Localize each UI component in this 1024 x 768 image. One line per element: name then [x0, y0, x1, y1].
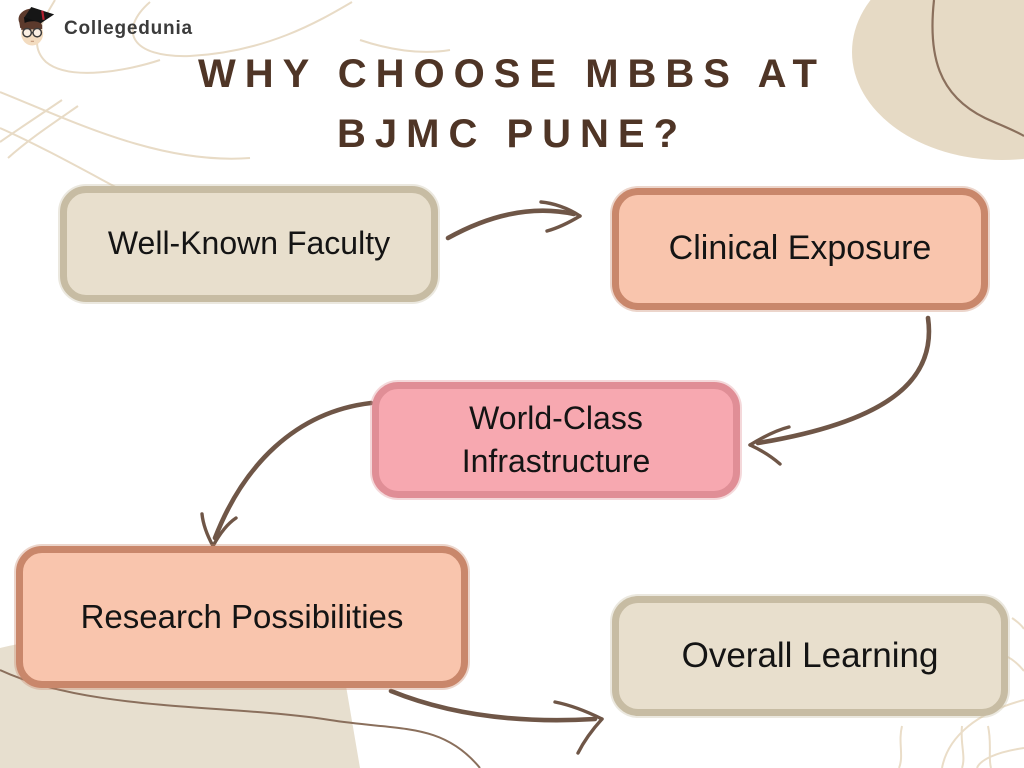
graduate-face-icon [18, 7, 55, 46]
node-label: Well-Known Faculty [107, 225, 391, 262]
brand-logo[interactable]: Collegedunia [12, 6, 193, 52]
arrow-clinical-to-infrastructure [748, 315, 932, 466]
arrow-research-to-overall [388, 688, 604, 755]
page-title-line2: BJMC PUNE? [336, 112, 688, 156]
node-research-possibilities: Research Possibilities [16, 546, 468, 688]
node-clinical-exposure: Clinical Exposure [612, 188, 988, 310]
node-world-class-infrastructure: World-Class Infrastructure [372, 382, 740, 498]
node-label: Clinical Exposure [668, 229, 932, 268]
node-well-known-faculty: Well-Known Faculty [60, 186, 438, 302]
arrow-infrastructure-to-research [200, 400, 374, 548]
page-title: WHY CHOOSE MBBS AT BJMC PUNE? [0, 44, 1024, 164]
page-title-line1: WHY CHOOSE MBBS AT [198, 52, 826, 96]
brand-name: Collegedunia [64, 18, 193, 39]
arrow-faculty-to-clinical [445, 200, 582, 241]
node-label: World-Class Infrastructure [461, 399, 651, 479]
node-label: Overall Learning [681, 636, 939, 676]
node-label: Research Possibilities [80, 597, 404, 635]
node-overall-learning: Overall Learning [612, 596, 1008, 716]
